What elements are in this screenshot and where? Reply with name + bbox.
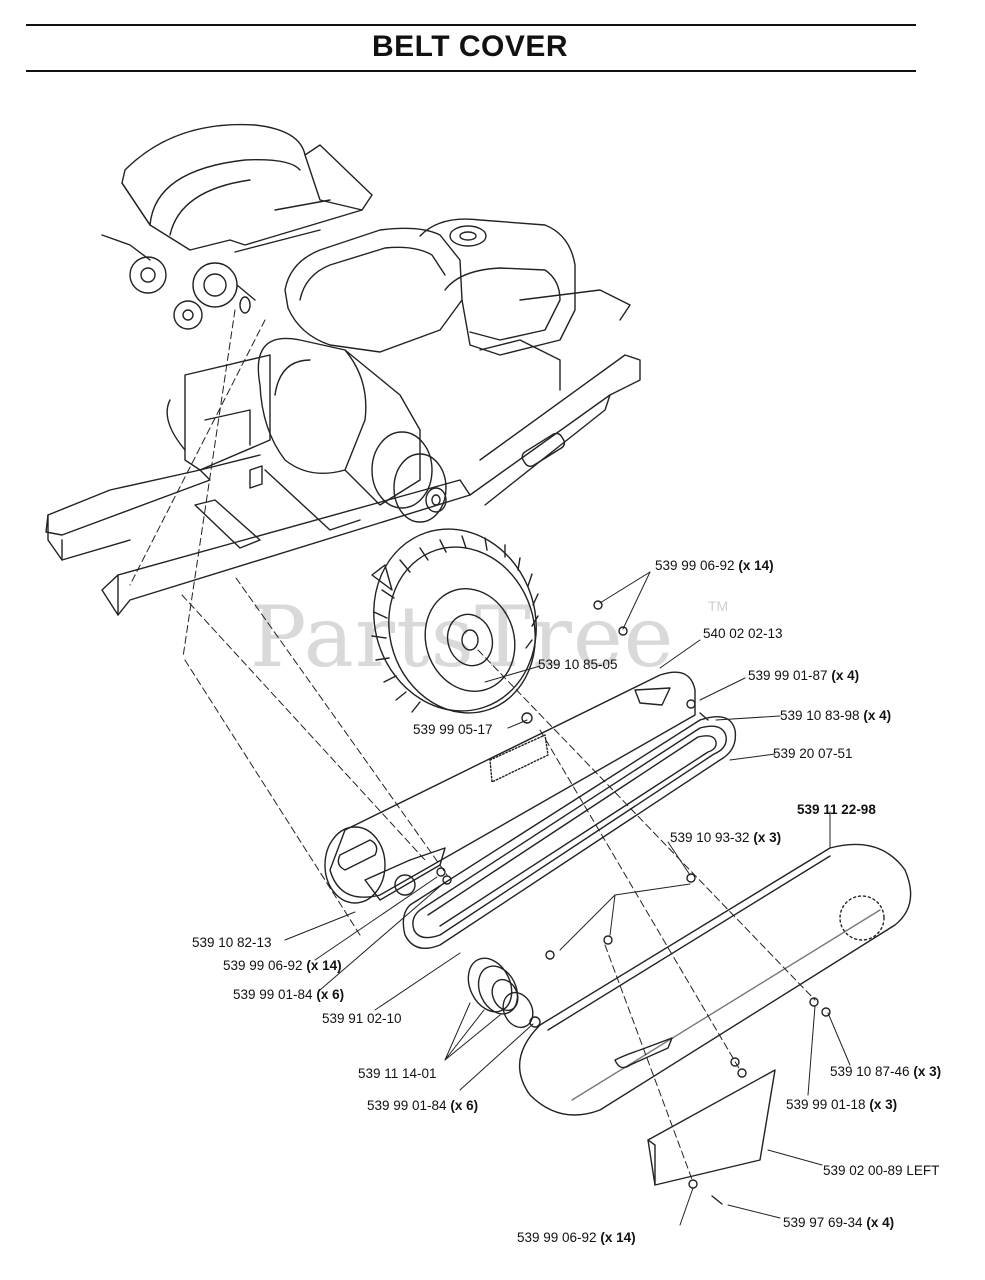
part-label: 539 99 01-18 (x 3)	[786, 1097, 898, 1112]
inner-belt-cover-drawing	[324, 671, 696, 904]
part-label: 540 02 02-13	[703, 626, 783, 641]
wheel-drawing	[371, 528, 539, 714]
part-label: 539 02 00-89 LEFT	[823, 1163, 940, 1178]
top-rule	[26, 24, 916, 26]
part-label: 539 10 87-46 (x 3)	[830, 1064, 942, 1079]
part-label: 539 99 06-92 (x 14)	[223, 958, 342, 973]
engine-drawing	[257, 218, 631, 531]
page-title: BELT COVER	[371, 30, 569, 63]
side-plate-drawing	[647, 1069, 776, 1186]
part-label: 539 20 07-51	[773, 746, 853, 761]
cutter-guard-drawing	[101, 123, 373, 330]
part-label: 539 99 01-87 (x 4)	[748, 668, 860, 683]
part-label: 539 91 02-10	[322, 1011, 402, 1026]
part-label: 539 99 06-92 (x 14)	[517, 1230, 636, 1245]
pulley-drawing	[467, 957, 541, 1029]
part-label: 539 10 93-32 (x 3)	[670, 830, 782, 845]
leader-lines	[284, 571, 851, 1226]
part-label: 539 10 82-13	[192, 935, 272, 950]
hardware-drawing	[436, 600, 831, 1205]
part-label: 539 11 14-01	[358, 1066, 437, 1081]
part-label: 539 11 22-98	[797, 802, 876, 817]
part-label: 539 10 83-98 (x 4)	[780, 708, 892, 723]
part-label: 539 10 85-05	[538, 657, 618, 672]
center-lines	[129, 309, 816, 1183]
part-label: 539 99 01-84 (x 6)	[367, 1098, 479, 1113]
part-label: 539 99 05-17	[413, 722, 493, 737]
title-rule	[26, 70, 916, 72]
part-label: 539 99 06-92 (x 14)	[655, 558, 774, 573]
part-label: 539 99 01-84 (x 6)	[233, 987, 345, 1002]
outer-belt-cover-drawing	[518, 843, 912, 1116]
watermark-trademark: TM	[708, 598, 729, 614]
part-label: 539 97 69-34 (x 4)	[783, 1215, 895, 1230]
